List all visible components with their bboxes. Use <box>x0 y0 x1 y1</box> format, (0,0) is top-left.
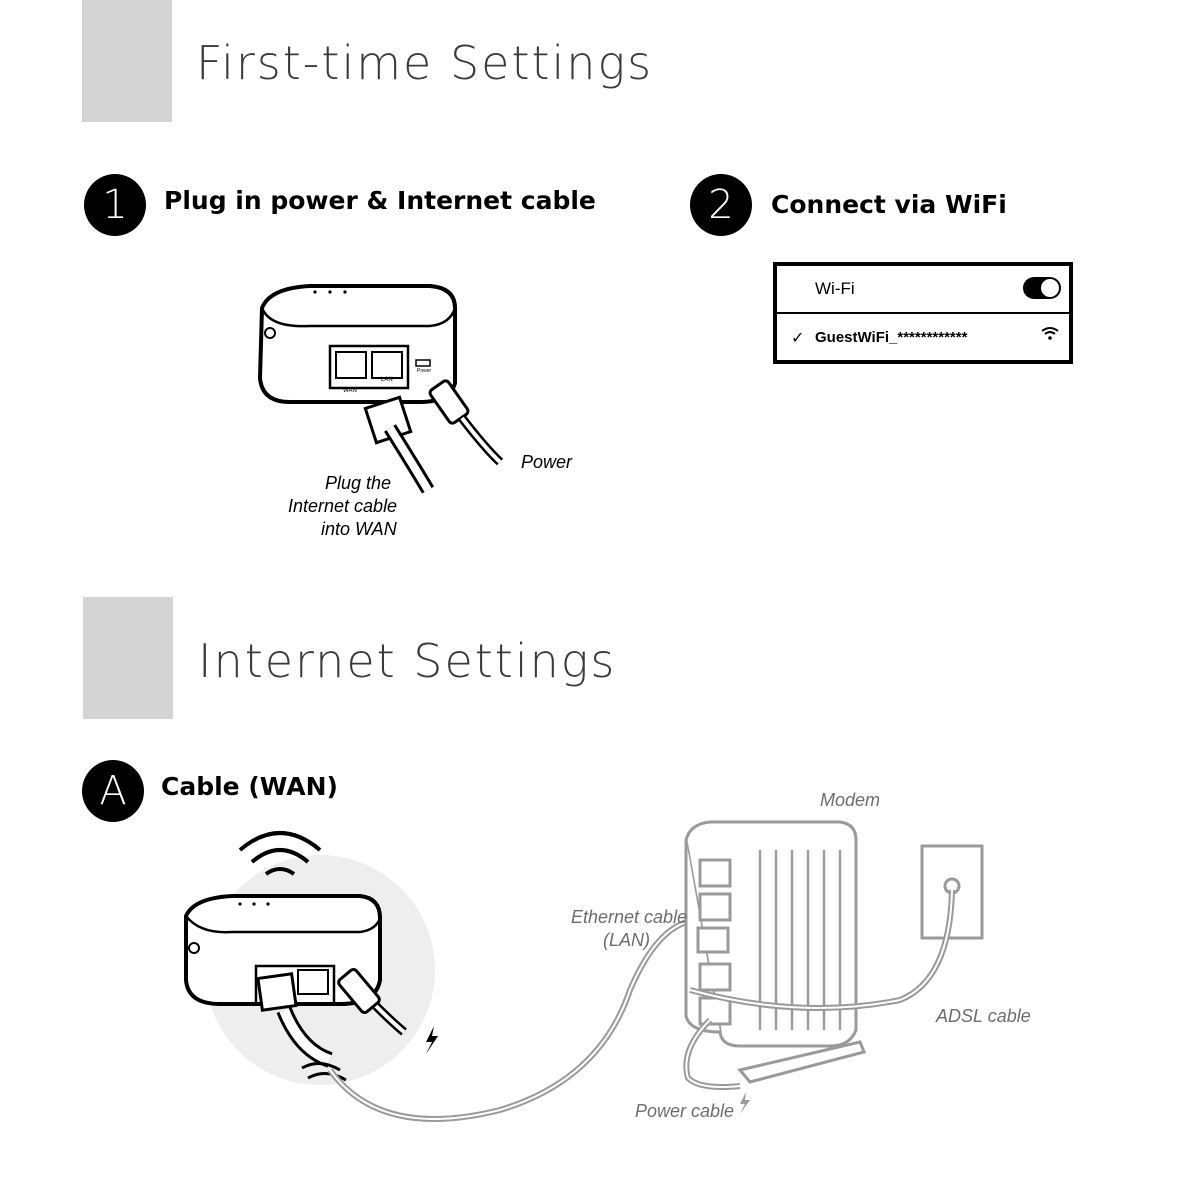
caption-plug-line1: Plug the <box>325 473 392 493</box>
caption-modem: Modem <box>820 790 881 810</box>
section-title-first: First-time Settings <box>196 36 654 90</box>
section-title-internet: Internet Settings <box>198 634 617 688</box>
lightning-icon <box>426 1026 438 1054</box>
check-icon: ✓ <box>791 327 805 347</box>
step-1-label: Plug in power & Internet cable <box>164 186 596 215</box>
port-wan-label: WAN <box>343 388 357 394</box>
wifi-signal-icon <box>1041 327 1059 340</box>
caption-plug-line2: Internet cable <box>288 496 398 516</box>
caption-power-cable: Power cable <box>635 1101 735 1121</box>
port-power-label: Power <box>417 368 432 374</box>
wifi-label: Wi-Fi <box>815 279 855 298</box>
section-marker-first <box>82 0 172 122</box>
cable-setup-illustration <box>184 820 984 1122</box>
wifi-toggle-row[interactable]: Wi-Fi <box>777 266 1069 314</box>
step-a-label: Cable (WAN) <box>161 772 338 801</box>
power-lightning-icon <box>740 1092 750 1114</box>
step-2-label: Connect via WiFi <box>771 190 1007 219</box>
step-1-badge: 1 <box>84 174 146 236</box>
wifi-settings-panel: Wi-Fi ✓ GuestWiFi_************ <box>773 262 1073 364</box>
caption-ethernet-line2: (LAN) <box>603 930 651 950</box>
section-marker-internet <box>83 597 173 719</box>
router-illustration <box>257 284 504 494</box>
toggle-knob <box>1041 279 1059 297</box>
step-a-badge: A <box>82 760 144 822</box>
wifi-network-row[interactable]: ✓ GuestWiFi_************ <box>777 314 1069 360</box>
wifi-toggle[interactable] <box>1023 277 1061 299</box>
network-name: GuestWiFi_************ <box>815 328 968 346</box>
caption-adsl: ADSL cable <box>936 1006 1031 1026</box>
caption-ethernet-line1: Ethernet cable <box>571 907 688 927</box>
caption-plug-line3: into WAN <box>321 519 397 539</box>
port-lan-label: LAN <box>381 377 393 383</box>
step-2-badge: 2 <box>690 174 752 236</box>
caption-power: Power <box>521 452 573 472</box>
wifi-waves-icon <box>238 831 322 876</box>
